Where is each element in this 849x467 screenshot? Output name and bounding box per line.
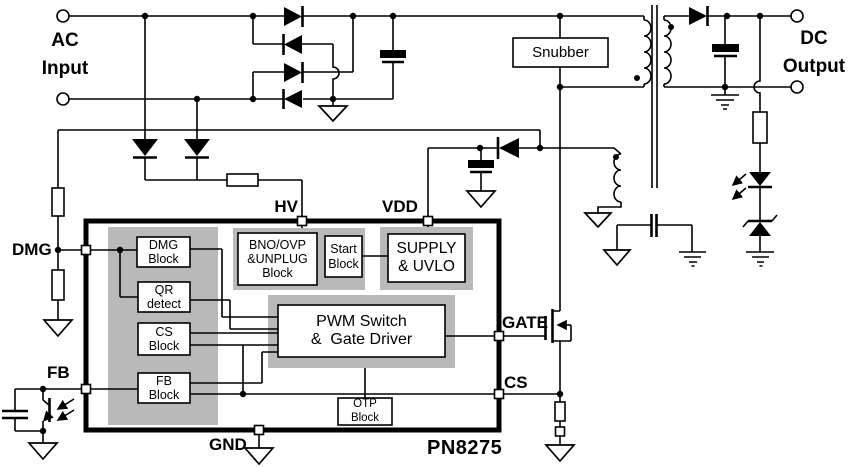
opto-light-arrow	[56, 409, 75, 421]
ac-label-line2: Input	[41, 58, 89, 79]
opto-emitter-arrow	[42, 410, 54, 422]
pin-hv	[296, 215, 308, 227]
opto-light-arrow	[56, 398, 75, 410]
block-line: Block	[350, 411, 380, 424]
cs-sense-network	[503, 393, 576, 463]
qr-detect-block: QR detect	[138, 282, 190, 312]
transformer	[540, 5, 674, 229]
fb-block: FB Block	[138, 373, 190, 403]
block-line: FB	[156, 373, 172, 388]
pin-label-hv: HV	[274, 197, 298, 216]
cs-block: CS Block	[138, 323, 190, 355]
pin-label-vdd: VDD	[382, 197, 418, 216]
bno-ovp-unplug-block: BNO/OVP &UNPLUG Block	[238, 233, 317, 285]
pin-label-fb: FB	[47, 363, 70, 382]
block-line: Block	[328, 256, 359, 271]
block-line: SUPPLY	[396, 240, 457, 258]
hv-startup-network	[132, 16, 303, 217]
block-line: QR	[154, 282, 174, 297]
bulk-capacitor	[380, 16, 406, 99]
part-number-label: PN8275	[427, 437, 503, 459]
dc-label-line2: Output	[782, 56, 846, 77]
block-line: CS	[155, 324, 173, 339]
feedback-network	[731, 16, 778, 267]
block-line: PWM Switch	[316, 312, 407, 330]
block-line: Block	[262, 266, 293, 281]
pin-vdd	[422, 215, 434, 227]
bridge-rectifier	[252, 6, 354, 123]
vdd-supply	[427, 130, 541, 217]
dmg-block: DMG Block	[137, 237, 190, 267]
ic-block-outlines	[136, 232, 466, 426]
ac-input-terminals	[56, 9, 644, 106]
block-line: Block	[148, 339, 180, 353]
pin-fb	[80, 383, 92, 395]
block-line: Block	[148, 388, 180, 402]
led-light-arrow	[731, 173, 747, 187]
optocoupler-receiver	[2, 388, 81, 461]
pin-label-cs: CS	[504, 373, 528, 392]
block-line: Block	[148, 252, 179, 266]
dc-output-label: DC Output	[779, 25, 849, 81]
power-mosfet	[503, 87, 572, 394]
pin-gate	[493, 330, 505, 342]
snubber-label: Snubber	[532, 43, 589, 61]
ic-outline	[80, 215, 505, 436]
block-line: Start	[330, 242, 357, 257]
otp-block: OTP Block	[338, 398, 392, 425]
junction-dots	[39, 12, 764, 435]
y-capacitor	[602, 214, 706, 267]
block-line: & UVLO	[398, 258, 455, 275]
snubber-network	[512, 16, 644, 88]
block-line: &UNPLUG	[247, 251, 308, 266]
block-line: DMG	[148, 237, 179, 252]
ac-label-line1: AC	[51, 30, 79, 51]
pin-cs	[493, 388, 505, 400]
snubber-box: Snubber	[513, 38, 608, 67]
pin-gnd	[253, 424, 265, 436]
pin-label-gate: GATE	[502, 313, 548, 332]
dmg-divider	[42, 129, 540, 338]
pin-label-gnd: GND	[209, 435, 247, 454]
led-light-arrow	[731, 187, 747, 201]
block-line: & Gate Driver	[310, 331, 413, 348]
block-line: BNO/OVP	[249, 237, 306, 252]
pin-dmg	[80, 244, 92, 256]
dc-label-line1: DC	[800, 28, 828, 49]
block-line: OTP	[353, 398, 377, 411]
pwm-gate-driver-block: PWM Switch & Gate Driver	[278, 305, 445, 357]
ac-input-label: AC Input	[20, 27, 110, 83]
supply-uvlo-block: SUPPLY & UVLO	[388, 234, 465, 282]
pin-label-dmg: DMG	[12, 240, 52, 259]
block-line: detect	[146, 297, 182, 311]
start-block: Start Block	[325, 236, 362, 277]
